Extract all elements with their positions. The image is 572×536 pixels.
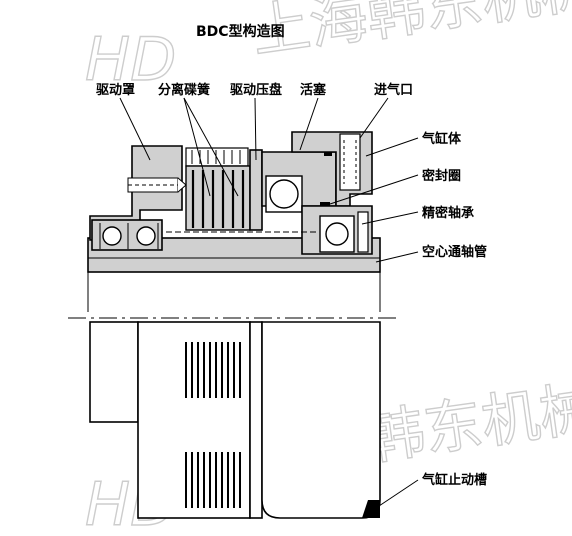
air-inlet-port xyxy=(339,133,361,191)
cross-section xyxy=(87,131,381,273)
label-drive-cover: 驱动罩 xyxy=(96,83,135,98)
watermark-logo-top: HD xyxy=(85,25,176,95)
label-seal-ring: 密封圈 xyxy=(421,168,461,184)
label-precision-bearing: 精密轴承 xyxy=(422,205,474,221)
cover-slots-upper xyxy=(185,342,241,398)
label-cylinder-body: 气缸体 xyxy=(422,131,462,147)
label-disc-spring: 分离碟簧 xyxy=(158,82,210,98)
label-cylinder-stop-slot: 气缸止动槽 xyxy=(422,472,487,488)
seal-ring xyxy=(320,202,330,208)
cylinder-stop-slot xyxy=(362,500,380,518)
cylinder-outer xyxy=(261,321,381,519)
label-air-inlet: 进气口 xyxy=(374,82,413,98)
diagram-title: BDC型构造图 xyxy=(196,23,285,40)
label-hollow-shaft: 空心通轴管 xyxy=(422,244,487,260)
outer-view xyxy=(68,272,400,519)
label-piston: 活塞 xyxy=(300,82,327,98)
leader-lines xyxy=(119,97,419,509)
drive-cover-outer xyxy=(137,321,251,519)
disc-springs xyxy=(185,147,251,231)
watermark-text-top: 上海韩东机械 xyxy=(247,0,572,66)
label-pressure-plate: 驱动压盘 xyxy=(230,82,282,98)
pressure-plate xyxy=(249,149,263,231)
cover-slots-lower xyxy=(185,452,241,508)
